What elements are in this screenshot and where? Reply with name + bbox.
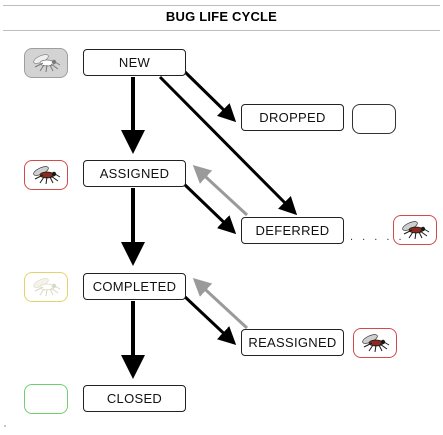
- reassigned-status-badge: [353, 328, 397, 358]
- corner-mark: [4, 425, 6, 427]
- state-completed: COMPLETED: [83, 273, 186, 300]
- bug-icon: [31, 52, 61, 74]
- state-new: NEW: [83, 49, 186, 76]
- bug-icon: [31, 276, 61, 298]
- state-closed: CLOSED: [83, 385, 186, 412]
- closed-status-badge: [24, 384, 68, 414]
- arrow-new-to-dropped: [181, 68, 237, 123]
- state-reassigned: REASSIGNED: [241, 329, 344, 356]
- bug-icon: [400, 219, 430, 241]
- arrow-assigned-to-deferred: [181, 181, 237, 235]
- top-rule: [3, 5, 440, 6]
- arrow-completed-to-reassigned: [181, 293, 237, 346]
- deferred-connector-dots: . . . . .: [350, 231, 405, 243]
- arrow-new-to-deferred: [158, 75, 298, 216]
- arrow-deferred-to-assigned: [192, 164, 249, 217]
- title-divider: [3, 30, 440, 31]
- page-title: BUG LIFE CYCLE: [165, 9, 278, 24]
- bug-icon: [360, 332, 390, 354]
- state-assigned: ASSIGNED: [83, 160, 186, 187]
- assigned-status-badge: [24, 160, 68, 190]
- deferred-status-badge: [393, 215, 437, 245]
- state-dropped: DROPPED: [241, 104, 344, 131]
- dropped-status-badge: [352, 104, 396, 134]
- arrow-reassigned-to-completed: [192, 277, 249, 330]
- state-deferred: DEFERRED: [241, 217, 344, 244]
- new-status-badge: [24, 48, 68, 78]
- completed-status-badge: [24, 272, 68, 302]
- bug-icon: [31, 164, 61, 186]
